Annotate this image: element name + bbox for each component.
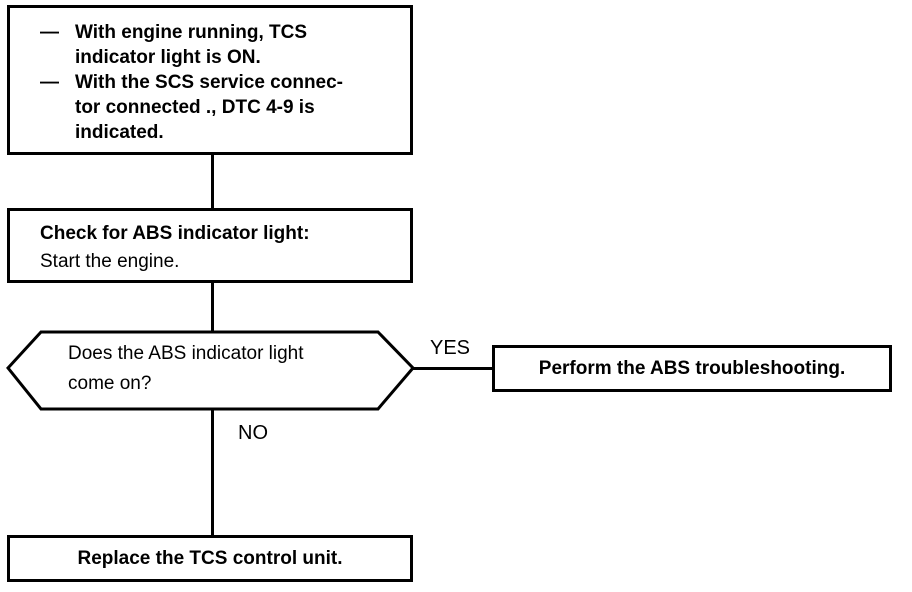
abs-troubleshooting-box: Perform the ABS troubleshooting. [492,345,892,392]
connector-no-branch [211,409,214,535]
dash-bullet: — [40,22,59,43]
symptom-box: — With engine running, TCS indicator lig… [7,5,413,155]
abs-troubleshooting-text: Perform the ABS troubleshooting. [538,357,846,379]
connector-symptom-to-check [211,155,214,208]
symptom-line: indicator light is ON. [75,47,261,68]
check-box-action: Start the engine. [40,251,180,272]
symptom-item-2: — With the SCS service connec- tor conne… [40,70,404,145]
yes-label: YES [430,337,471,359]
symptom-line: indicated. [75,122,164,143]
symptom-line: tor connected ., DTC 4-9 is [75,97,315,118]
connector-check-to-decision [211,283,214,333]
replace-tcs-text: Replace the TCS control unit. [77,547,343,569]
symptom-item-1-lines: With engine running, TCS indicator light… [75,20,307,70]
decision-question-line: come on? [68,373,152,394]
symptom-item-1: — With engine running, TCS indicator lig… [40,20,404,70]
decision-question: Does the ABS indicator light come on? [68,339,304,399]
symptom-item-2-lines: With the SCS service connec- tor connect… [75,70,343,145]
replace-tcs-box: Replace the TCS control unit. [7,535,413,582]
symptom-line: With engine running, TCS [75,22,308,43]
check-box: Check for ABS indicator light: Start the… [7,208,413,283]
no-label: NO [238,422,268,444]
decision-question-line: Does the ABS indicator light [68,343,304,364]
check-box-title: Check for ABS indicator light: [40,223,310,244]
dash-bullet: — [40,72,59,93]
connector-yes-branch [413,367,493,370]
symptom-line: With the SCS service connec- [75,72,344,93]
